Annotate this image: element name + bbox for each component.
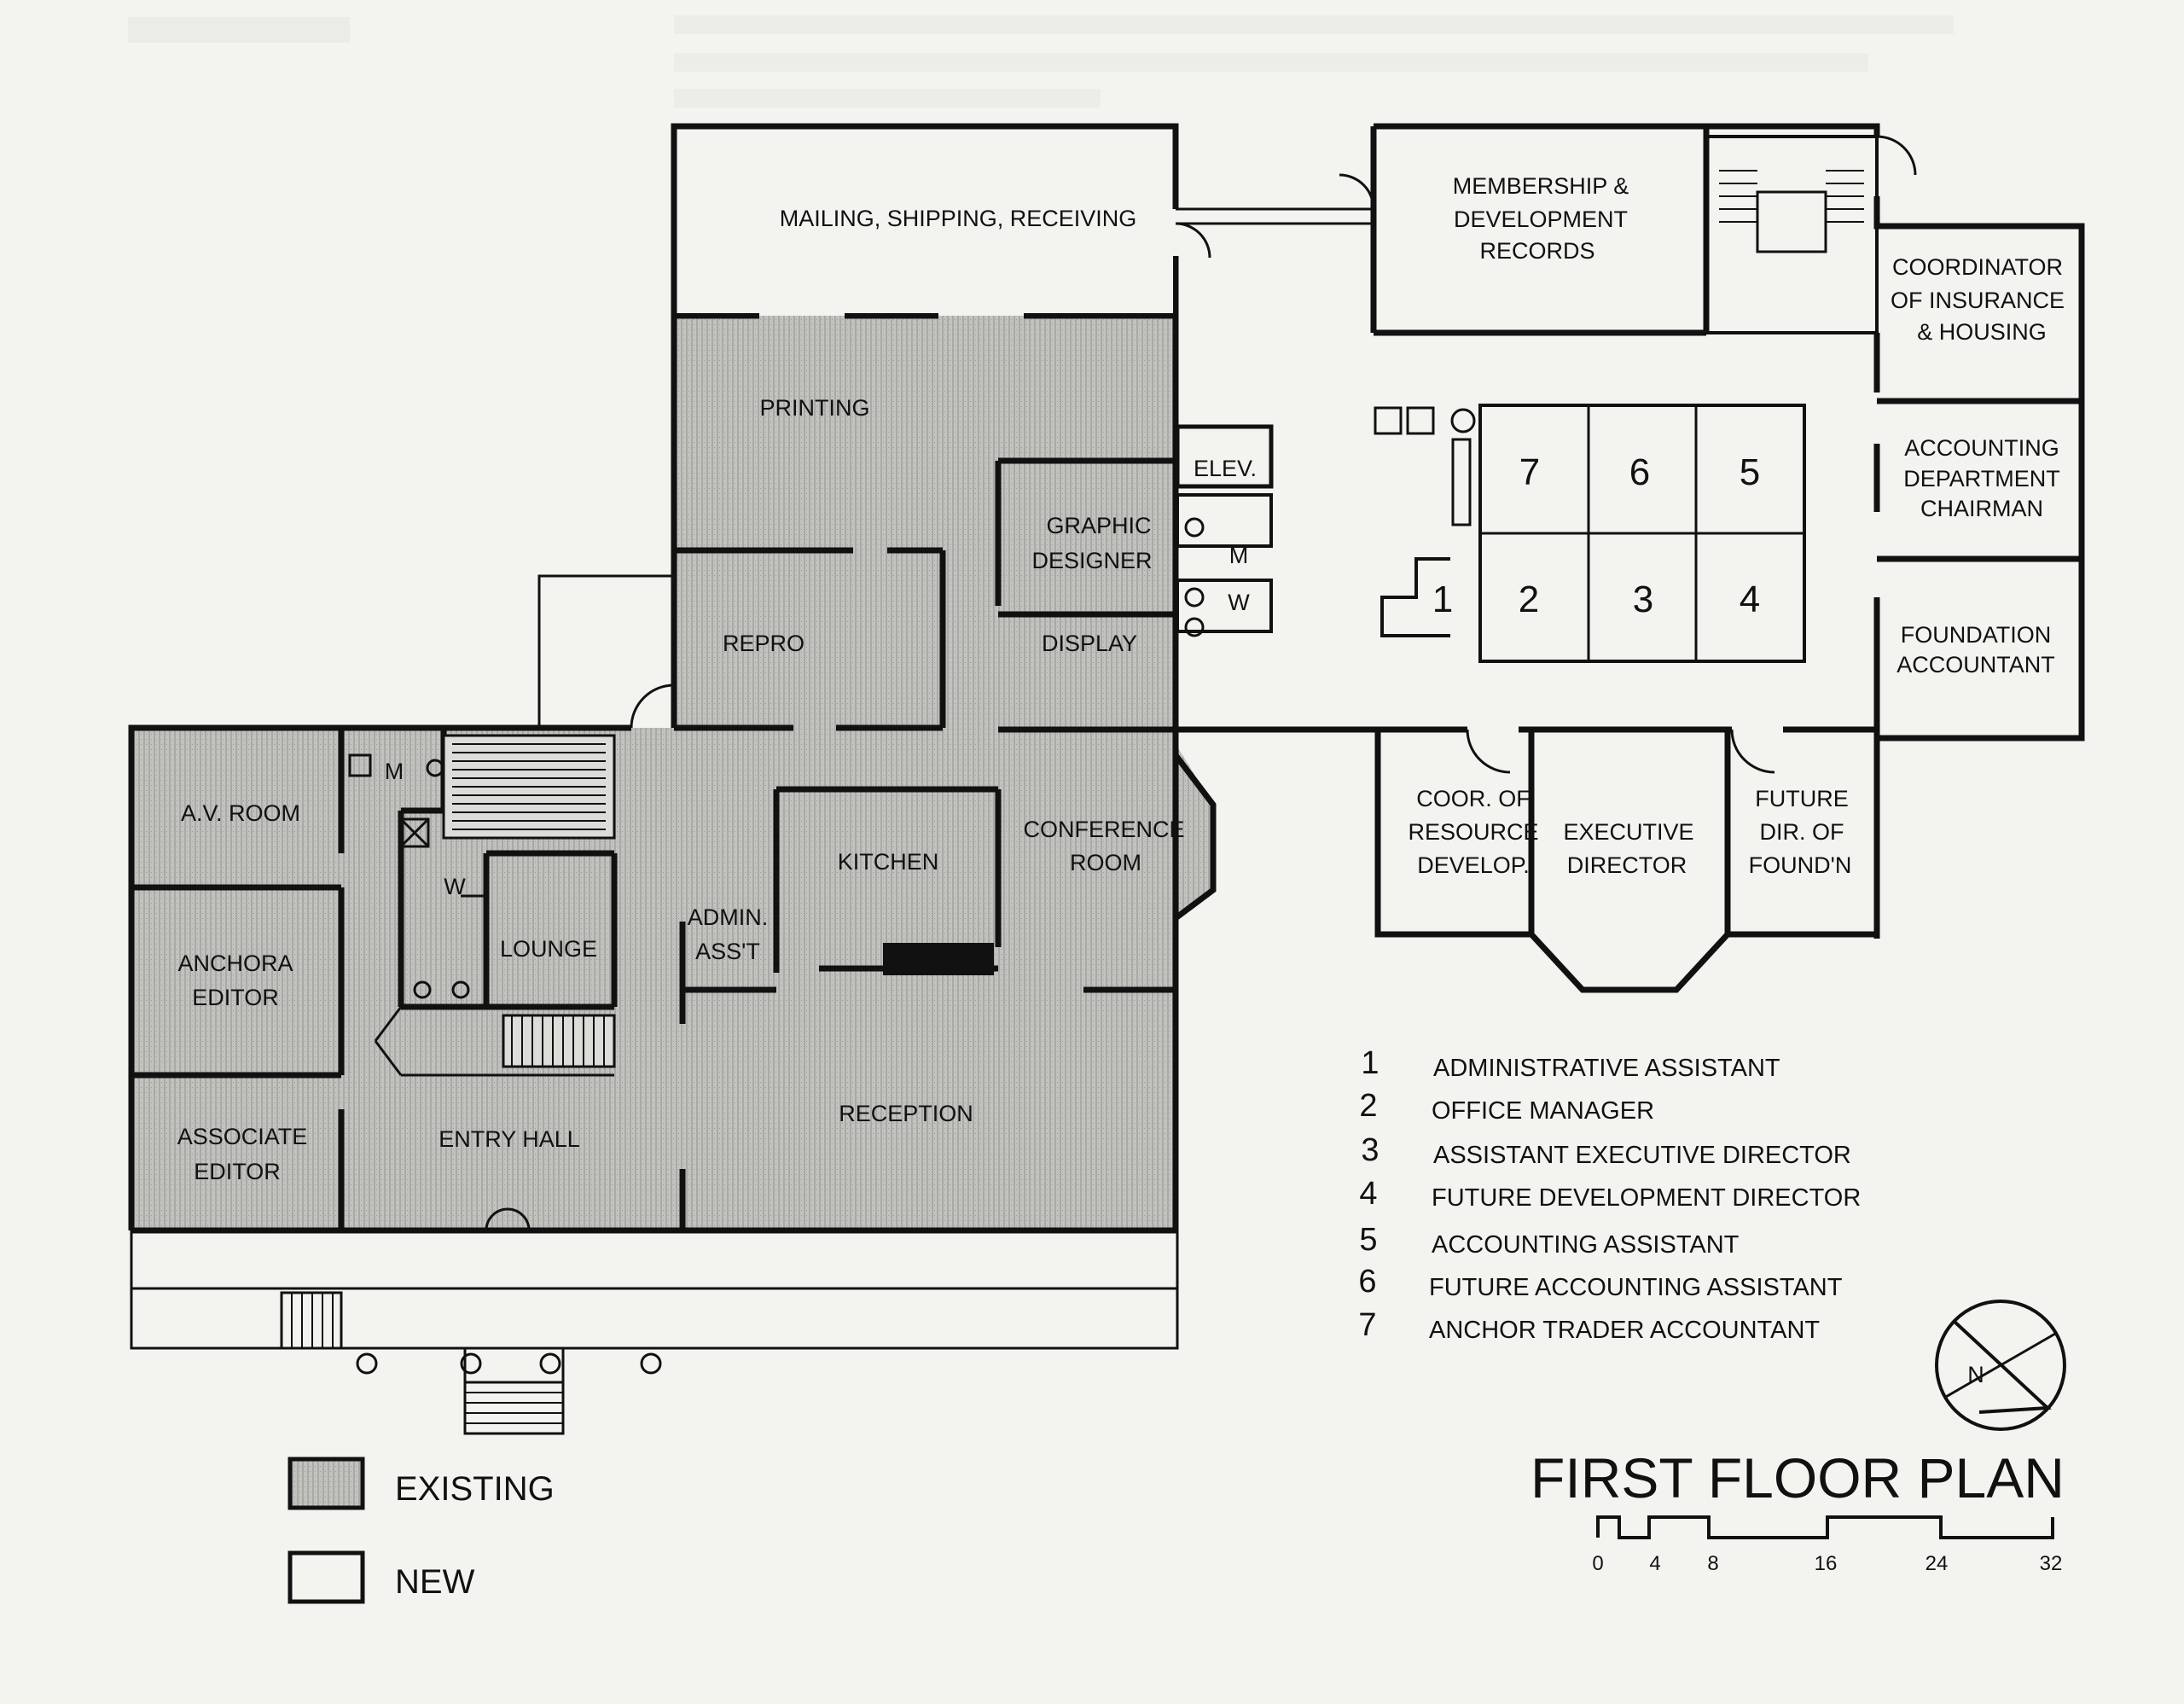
room-restroom-women: W (1228, 590, 1250, 615)
room-restroom-women-west: W (444, 874, 466, 899)
room-future-dir: FUTURE (1755, 786, 1849, 811)
room-coor-resource: COOR. OF (1416, 786, 1531, 811)
new-key-label: NEW (395, 1563, 475, 1601)
room-elevator: ELEV. (1194, 456, 1257, 481)
compass-icon (1935, 1300, 2066, 1431)
room-labels: MAILING, SHIPPING, RECEIVING PRINTING RE… (177, 173, 2065, 1184)
room-conference: CONFERENCE (1023, 817, 1184, 842)
legend-number: 7 (1358, 1307, 1376, 1343)
existing-swatch (288, 1457, 365, 1510)
legend-label: ANCHOR TRADER ACCOUNTANT (1429, 1317, 1820, 1344)
room-entry-hall: ENTRY HALL (439, 1126, 580, 1152)
workstation-number: 3 (1633, 579, 1653, 620)
room-repro: REPRO (723, 631, 804, 656)
legend-label: FUTURE DEVELOPMENT DIRECTOR (1432, 1184, 1861, 1212)
legend-number: 3 (1361, 1132, 1379, 1168)
workstation-number: 4 (1740, 579, 1760, 620)
room-membership: MEMBERSHIP & (1453, 173, 1629, 199)
room-graphic-designer: DESIGNER (1031, 548, 1152, 573)
legend-label: ACCOUNTING ASSISTANT (1432, 1231, 1740, 1259)
room-coord-insurance: OF INSURANCE (1891, 288, 2065, 313)
north-arrow: N (1935, 1300, 2066, 1431)
compass-letter: N (1967, 1362, 1984, 1387)
room-coor-resource: RESOURCE (1408, 819, 1538, 845)
room-executive-director: EXECUTIVE (1563, 819, 1693, 845)
room-graphic-designer: GRAPHIC (1046, 513, 1151, 538)
workstation-numbers: 1 2 3 4 5 6 7 (1432, 451, 1760, 620)
room-foundation-accountant: ACCOUNTANT (1896, 652, 2055, 678)
legend-label: FUTURE ACCOUNTING ASSISTANT (1429, 1274, 1843, 1301)
existing-key-label: EXISTING (395, 1470, 555, 1508)
room-membership: RECORDS (1479, 238, 1594, 264)
scale-label: 16 (1815, 1552, 1838, 1575)
room-display: DISPLAY (1042, 631, 1137, 656)
room-coord-insurance: & HOUSING (1917, 319, 2047, 345)
workstation-legend: 1 ADMINISTRATIVE ASSISTANT 2 OFFICE MANA… (1358, 1045, 1861, 1344)
room-printing: PRINTING (759, 395, 869, 421)
room-future-dir: DIR. OF (1760, 819, 1844, 845)
workstation-number: 6 (1629, 451, 1650, 493)
new-swatch (288, 1550, 365, 1604)
legend-number: 2 (1359, 1088, 1377, 1124)
bleed-through-text (128, 15, 1954, 108)
new-building (671, 123, 2085, 993)
legend-label: ADMINISTRATIVE ASSISTANT (1433, 1055, 1780, 1082)
room-associate-editor: ASSOCIATE (177, 1124, 308, 1149)
plan-title-block: FIRST FLOOR PLAN 0 4 8 16 24 32 (1531, 1446, 2065, 1575)
room-lounge: LOUNGE (500, 936, 597, 962)
room-accounting-chair: CHAIRMAN (1920, 496, 2043, 521)
room-foundation-accountant: FOUNDATION (1901, 622, 2052, 648)
legend-label: ASSISTANT EXECUTIVE DIRECTOR (1433, 1142, 1851, 1169)
room-conference: ROOM (1070, 850, 1141, 875)
room-mailing: MAILING, SHIPPING, RECEIVING (780, 206, 1137, 231)
room-membership: DEVELOPMENT (1454, 206, 1628, 232)
scale-label: 8 (1707, 1552, 1718, 1575)
room-admin-asst: ASS'T (695, 939, 760, 964)
room-coord-insurance: COORDINATOR (1892, 254, 2063, 280)
room-av: A.V. ROOM (181, 800, 300, 826)
main-stair (374, 734, 616, 1077)
room-reception: RECEPTION (839, 1101, 973, 1126)
room-executive-director: DIRECTOR (1567, 852, 1687, 878)
legend-label: OFFICE MANAGER (1432, 1097, 1654, 1125)
legend-number: 5 (1359, 1222, 1377, 1258)
scale-label: 24 (1926, 1552, 1949, 1575)
room-anchora-editor: EDITOR (192, 985, 279, 1010)
workstation-number: 2 (1519, 579, 1539, 620)
scale-label: 4 (1649, 1552, 1660, 1575)
legend-number: 4 (1359, 1176, 1377, 1212)
room-associate-editor: EDITOR (194, 1159, 281, 1184)
room-restroom-men: M (1229, 543, 1249, 568)
room-admin-asst: ADMIN. (688, 904, 769, 930)
legend-number: 1 (1361, 1045, 1379, 1081)
room-future-dir: FOUND'N (1749, 852, 1852, 878)
room-accounting-chair: ACCOUNTING (1904, 435, 2059, 461)
legend-number: 6 (1358, 1264, 1376, 1300)
existing-building (128, 123, 1217, 1435)
fireplace (883, 943, 994, 975)
scale-bar (1596, 1515, 2054, 1539)
scale-label: 32 (2040, 1552, 2063, 1575)
shading-key: EXISTING NEW (288, 1457, 555, 1604)
workstation-number: 1 (1432, 579, 1453, 620)
workstation-number: 7 (1519, 451, 1540, 493)
room-accounting-chair: DEPARTMENT (1903, 466, 2060, 491)
room-kitchen: KITCHEN (838, 849, 939, 875)
room-restroom-men-west: M (385, 759, 404, 784)
scale-label: 0 (1592, 1552, 1603, 1575)
plan-title: FIRST FLOOR PLAN (1531, 1446, 2065, 1509)
room-coor-resource: DEVELOP. (1417, 852, 1530, 878)
workstation-number: 5 (1740, 451, 1760, 493)
room-anchora-editor: ANCHORA (177, 951, 293, 976)
